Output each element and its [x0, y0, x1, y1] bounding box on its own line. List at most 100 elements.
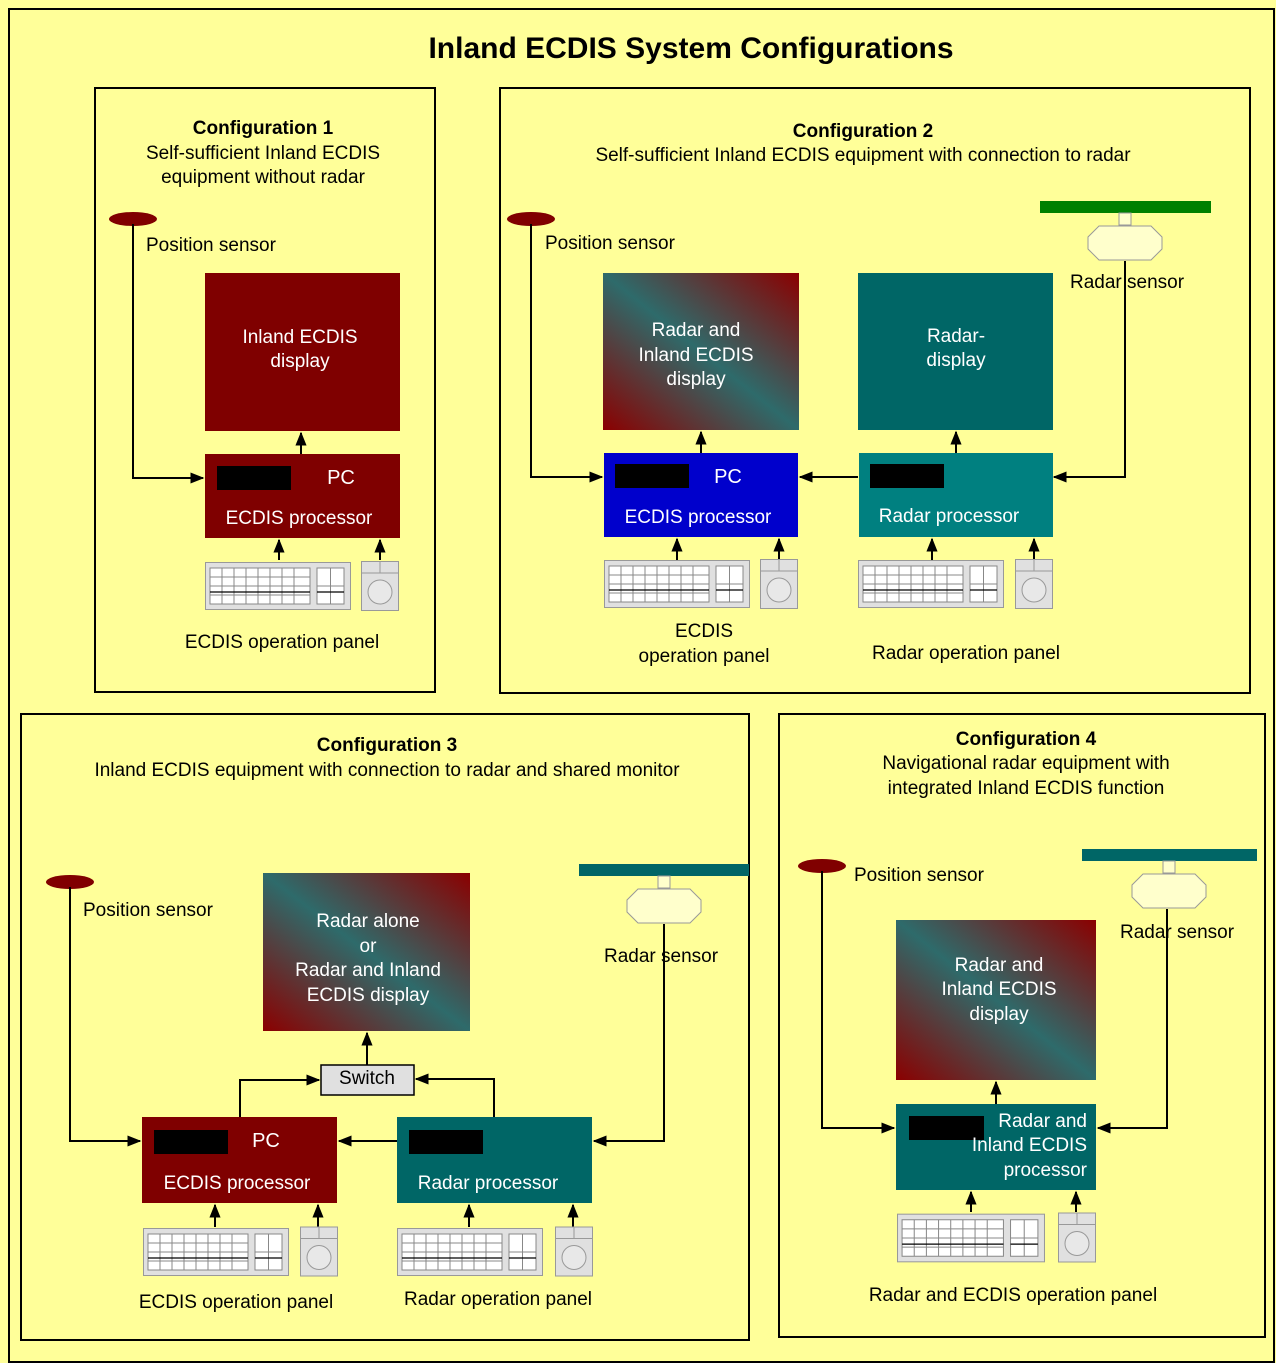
config4-panel: Configuration 4 Navigational radar equip… — [778, 713, 1266, 1338]
trackball-icon — [1058, 1212, 1096, 1263]
config2-desc: Self-sufficient Inland ECDIS equipment w… — [595, 145, 1131, 166]
config1-desc-line1: Self-sufficient Inland ECDIS — [146, 143, 380, 164]
processor-label: ECDIS processor — [226, 508, 373, 529]
keyboard-icon — [604, 560, 750, 608]
display-line3: Radar and Inland — [295, 960, 441, 981]
sensor-line — [132, 224, 205, 484]
drive-slot-icon — [217, 466, 291, 490]
radar-processor-label: Radar processor — [418, 1173, 559, 1194]
ecdis-processor-label: ECDIS processor — [164, 1173, 311, 1194]
processor-line2: Inland ECDIS — [972, 1135, 1087, 1156]
display-line1: Radar alone — [316, 911, 420, 932]
position-sensor-icon — [46, 875, 94, 889]
position-sensor-icon — [798, 859, 846, 873]
switch-label: Switch — [339, 1068, 395, 1089]
operation-panel-label: ECDIS operation panel — [185, 632, 379, 653]
config4-desc-line2: integrated Inland ECDIS function — [888, 778, 1165, 799]
radar-display — [858, 273, 1053, 430]
pc-label: PC — [714, 466, 742, 488]
radar-processor-label: Radar processor — [879, 506, 1020, 527]
pc-label: PC — [327, 467, 355, 489]
config4-title: Configuration 4 — [956, 729, 1097, 750]
config1-panel: Configuration 1 Self-sufficient Inland E… — [94, 87, 436, 693]
shared-display — [263, 873, 470, 1031]
display-line3: display — [969, 1004, 1029, 1025]
display1-line1: Radar and — [652, 320, 741, 341]
trackball-icon — [555, 1226, 593, 1277]
trackball-icon — [361, 561, 399, 611]
display-line1: Radar and — [955, 955, 1044, 976]
radar-sensor-line — [1096, 909, 1168, 1134]
drive-slot-icon — [870, 464, 944, 488]
config4-desc-line1: Navigational radar equipment with — [882, 753, 1169, 774]
processor-line3: processor — [1004, 1160, 1088, 1181]
config2-panel: Configuration 2 Self-sufficient Inland E… — [499, 87, 1251, 694]
radar-sensor-label: Radar sensor — [1070, 272, 1185, 293]
config1-frame — [94, 87, 436, 693]
display-line2: or — [360, 936, 378, 957]
config3-frame — [20, 713, 750, 1341]
display-label-line2: display — [270, 351, 330, 372]
position-sensor-label: Position sensor — [83, 900, 214, 921]
ecdis-processor-label: ECDIS processor — [625, 507, 772, 528]
antenna-mount — [657, 875, 671, 889]
radar-ecdis-display — [603, 273, 799, 430]
ecdis-display — [205, 273, 400, 431]
trackball-icon — [300, 1226, 338, 1277]
keyboard-icon — [897, 1213, 1045, 1263]
config2-title: Configuration 2 — [793, 121, 933, 142]
radome-icon — [626, 888, 702, 924]
display1-line3: display — [666, 369, 726, 390]
position-sensor-label: Position sensor — [545, 233, 676, 254]
display-label-line1: Inland ECDIS — [242, 327, 357, 348]
drive-slot-icon — [409, 1130, 483, 1154]
ecdis-panel-line2: operation panel — [639, 646, 770, 667]
sensor-line — [69, 887, 142, 1147]
drive-slot-icon — [909, 1116, 984, 1140]
display-line2: Inland ECDIS — [941, 979, 1056, 1000]
pc-label: PC — [252, 1130, 280, 1152]
keyboard-icon — [858, 560, 1004, 608]
radar-sensor-label: Radar sensor — [604, 946, 719, 967]
config1-desc-line2: equipment without radar — [161, 167, 366, 188]
ecdis-panel-label: ECDIS operation panel — [139, 1292, 333, 1313]
sensor-line — [821, 871, 896, 1134]
position-sensor-icon — [109, 212, 157, 226]
radar-antenna-icon — [579, 864, 749, 876]
radar-panel-label: Radar operation panel — [404, 1289, 592, 1310]
trackball-icon — [1015, 559, 1053, 609]
radar-sensor-line — [1052, 261, 1126, 483]
radar-panel-label: Radar operation panel — [872, 643, 1060, 664]
ecdis-to-switch-line — [239, 1074, 321, 1117]
radar-antenna-icon — [1082, 849, 1257, 861]
ecdis-panel-line1: ECDIS — [675, 621, 733, 642]
display2-line1: Radar- — [927, 326, 985, 347]
keyboard-icon — [143, 1227, 289, 1277]
radar-sensor-label: Radar sensor — [1120, 922, 1235, 943]
config3-title: Configuration 3 — [317, 735, 457, 756]
keyboard-icon — [397, 1227, 543, 1277]
position-sensor-label: Position sensor — [854, 865, 985, 886]
processor-line1: Radar and — [998, 1111, 1087, 1132]
config4-frame — [778, 713, 1266, 1338]
config1-title: Configuration 1 — [193, 118, 334, 139]
position-sensor-label: Position sensor — [146, 235, 277, 256]
position-sensor-icon — [507, 212, 555, 226]
display2-line2: display — [926, 350, 986, 371]
antenna-mount — [1118, 212, 1132, 226]
radome-icon — [1087, 225, 1163, 261]
display-line4: ECDIS display — [307, 985, 430, 1006]
operation-panel-label: Radar and ECDIS operation panel — [869, 1285, 1157, 1306]
display1-line2: Inland ECDIS — [638, 345, 753, 366]
config3-desc: Inland ECDIS equipment with connection t… — [94, 760, 680, 781]
page-title: Inland ECDIS System Configurations — [428, 32, 953, 65]
switch-box — [320, 1064, 415, 1096]
antenna-mount — [1162, 860, 1176, 874]
keyboard-icon — [205, 562, 351, 610]
config3-panel: Configuration 3 Inland ECDIS equipment w… — [20, 713, 750, 1341]
radome-icon — [1131, 873, 1207, 909]
trackball-icon — [760, 559, 798, 609]
drive-slot-icon — [615, 464, 689, 488]
radar-sensor-line — [592, 924, 665, 1147]
